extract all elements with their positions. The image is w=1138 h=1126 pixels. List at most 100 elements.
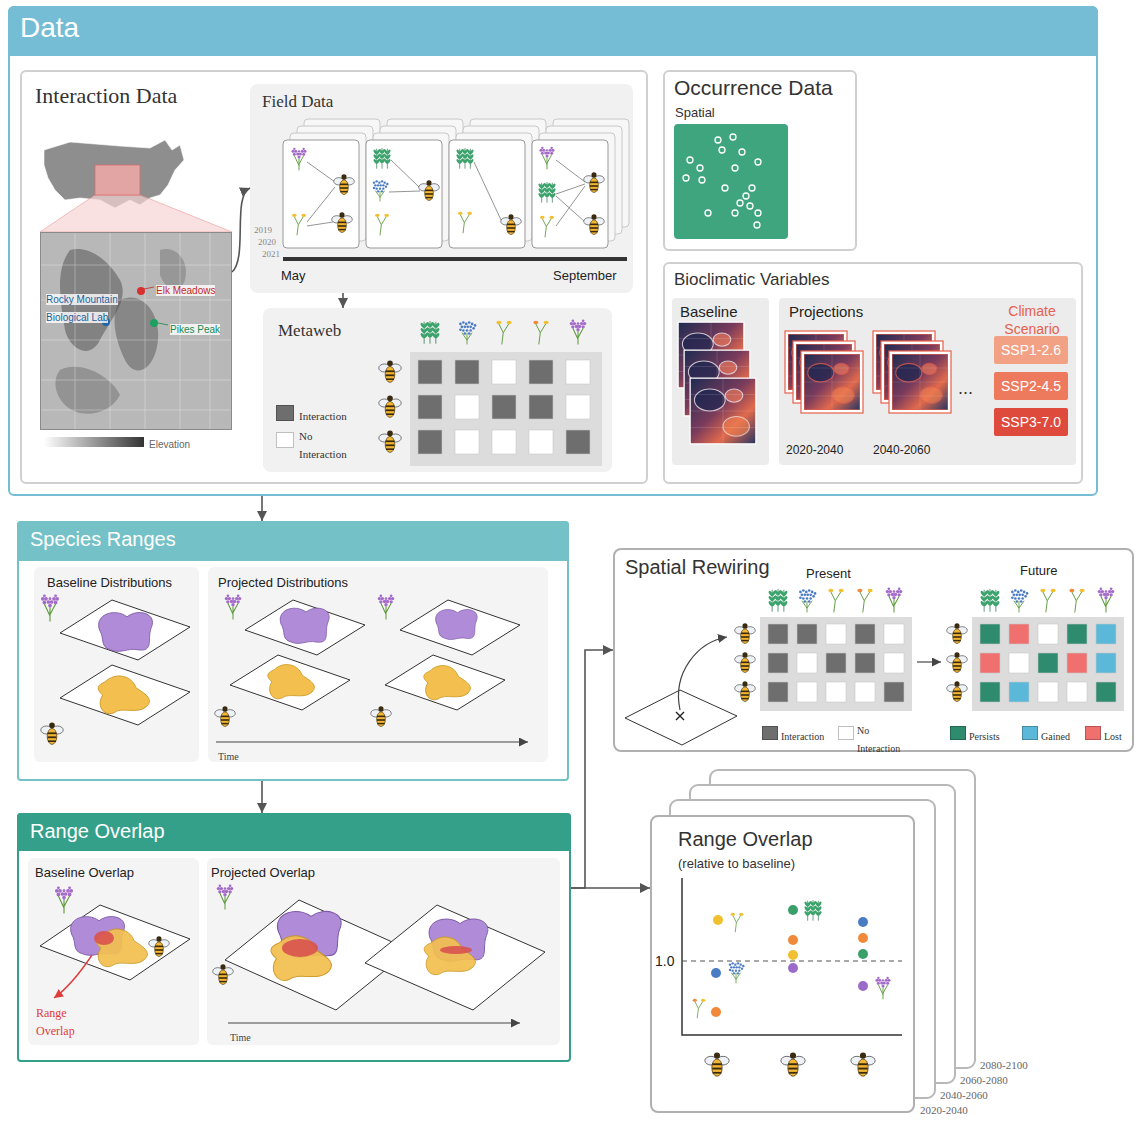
illustration-rect	[826, 653, 846, 673]
illustration-use	[268, 665, 315, 699]
node-text-holder: Rocky Mountain Biological Lab	[46, 289, 130, 326]
legend-text: No Interaction	[299, 430, 347, 460]
annotation-label: Present	[806, 566, 851, 581]
illustration-rect	[779, 298, 1076, 465]
legend-text-holder: No Interaction	[299, 426, 355, 463]
illustration-rect	[8, 40, 1098, 56]
annotation-label: Future	[1020, 563, 1058, 578]
annotation-label: September	[553, 268, 617, 283]
illustration-rect	[1009, 653, 1029, 673]
node-text: Occurrence Data	[674, 76, 833, 99]
illustration-polygon	[400, 600, 520, 655]
illustration-use	[149, 936, 170, 956]
result-box: Spatial Rewiring	[613, 548, 1134, 752]
node-text: Baseline	[680, 303, 738, 320]
illustration-rect	[208, 567, 548, 762]
node-text-holder: Occurrence Data	[674, 76, 833, 100]
illustration-circle	[755, 159, 761, 165]
illustration-use	[947, 681, 968, 701]
illustration-use	[373, 180, 389, 201]
illustration-path	[676, 712, 684, 720]
illustration-rect	[492, 395, 516, 419]
illustration-rect	[44, 437, 144, 447]
illustration-rect	[980, 682, 1000, 702]
illustration-use	[1040, 589, 1055, 613]
annotation-label-holder: 1.0	[655, 952, 674, 970]
illustration-path	[679, 637, 727, 710]
illustration-use	[41, 722, 63, 744]
annotation-label: 2020	[258, 237, 276, 247]
illustration-rect	[95, 165, 140, 195]
node-text-holder: SSP3-7.0	[994, 413, 1068, 431]
illustration-use	[690, 378, 756, 444]
node-text-holder: SSP1-2.6	[994, 341, 1068, 359]
illustration-rect	[1067, 682, 1087, 702]
legend-text: Interaction	[299, 410, 347, 422]
legend-swatch	[950, 726, 966, 740]
node-text: Field Data	[262, 92, 333, 111]
illustration-circle	[697, 165, 703, 171]
illustration-use	[225, 595, 242, 620]
illustration-rect	[768, 653, 788, 673]
illustration-polygon	[385, 655, 505, 710]
illustration-use	[292, 214, 306, 236]
connector-arrow	[342, 293, 344, 308]
illustration-g	[683, 134, 761, 228]
illustration-line	[307, 222, 333, 226]
illustration-rect	[366, 140, 442, 248]
illustration-path	[40, 232, 232, 430]
annotation-label-holder: ...	[958, 378, 973, 399]
legend-swatch	[762, 726, 778, 740]
illustration-circle	[715, 137, 721, 143]
illustration-line	[144, 287, 154, 289]
annotation-label-holder: Time	[218, 746, 239, 764]
node-text: Projections	[789, 303, 863, 320]
illustration-circle	[730, 134, 736, 140]
illustration-ellipse	[282, 939, 318, 957]
node-text-holder: Projections	[789, 303, 863, 321]
node-text-holder: Range Overlap	[30, 820, 165, 843]
annotation-label-holder: 2040-2060	[873, 440, 930, 458]
illustration-path	[40, 195, 232, 232]
illustration-g	[980, 624, 1116, 702]
illustration-rect	[980, 624, 1000, 644]
illustration-rect	[283, 257, 627, 261]
illustration-use	[217, 885, 234, 910]
illustration-use	[371, 706, 392, 726]
illustration-g	[678, 322, 756, 444]
illustration-circle	[747, 203, 753, 209]
illustration-rect	[972, 617, 1124, 711]
illustration-use	[768, 589, 788, 612]
illustration-rect	[529, 395, 553, 419]
illustration-g	[99, 608, 478, 651]
annotation-label: 2021	[262, 249, 280, 259]
illustration-use	[875, 977, 890, 1000]
illustration-use	[892, 354, 948, 410]
illustration-circle	[858, 917, 868, 927]
annotation-label-holder: Time	[230, 1027, 251, 1045]
illustration-use	[456, 148, 475, 169]
annotation-label-holder: 2020-2040	[786, 440, 843, 458]
illustration-rect	[980, 653, 1000, 673]
scenario-box: SSP2-4.5	[994, 372, 1068, 400]
illustration-use	[436, 610, 478, 640]
illustration-g	[40, 900, 545, 1010]
node-text-holder: Range Overlap	[678, 828, 813, 851]
illustration-circle	[737, 200, 743, 206]
illustration-g	[418, 360, 590, 454]
node-text: SSP1-2.6	[1001, 342, 1061, 358]
legend-text-holder: Interaction	[781, 726, 824, 744]
illustration-rect	[855, 653, 875, 673]
illustration-polygon	[60, 665, 190, 725]
illustration-line	[556, 160, 585, 182]
illustration-rect	[492, 360, 516, 384]
annotation-label: May	[281, 268, 306, 283]
illustration-ellipse	[94, 931, 114, 945]
illustration-path	[115, 297, 159, 370]
node-text: Baseline Distributions	[47, 575, 172, 590]
illustration-use	[98, 676, 149, 714]
node-text: Elk Meadows	[156, 285, 215, 296]
annotation-label-holder: 2080-2100	[980, 1055, 1028, 1073]
